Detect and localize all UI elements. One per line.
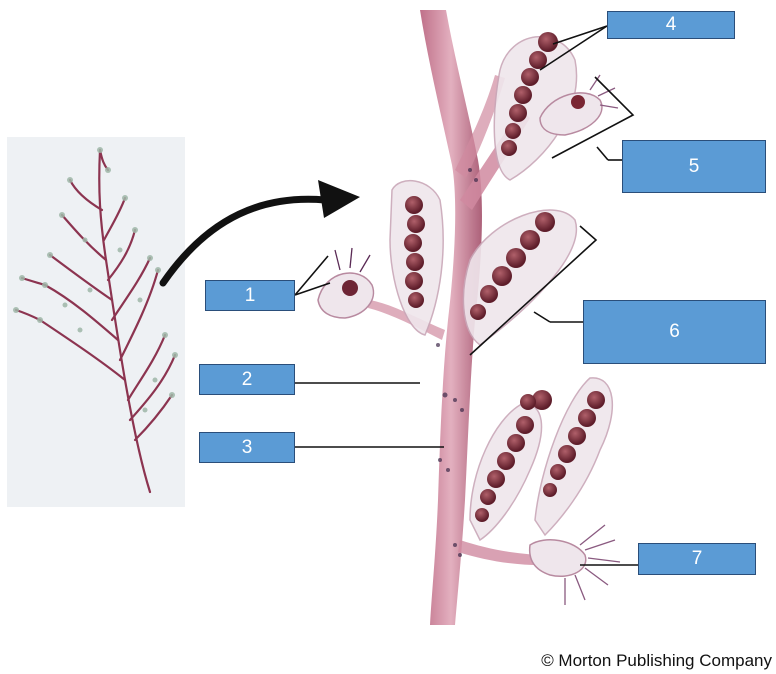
label-box-7: 7 [638,543,756,575]
label-text-3: 3 [241,436,253,458]
label-box-4: 4 [607,11,735,39]
label-text-5: 5 [688,155,700,177]
label-box-5: 5 [622,140,766,193]
magnified-branch-photo [317,10,621,625]
colony-overview-photo [7,137,185,507]
hydranth-lower-right [528,524,621,605]
label-text-6: 6 [669,321,680,342]
label-box-6: 6 [583,300,766,364]
hydranth-left [317,247,375,319]
gonangium-upper-left [389,180,444,336]
copyright-credit: © Morton Publishing Company [541,651,772,670]
label-box-1: 1 [205,280,295,311]
label-box-2: 2 [199,364,295,395]
gonangium-top [493,32,578,181]
label-text-4: 4 [665,14,677,35]
label-text-1: 1 [244,284,256,306]
label-text-7: 7 [691,548,703,569]
gonangium-lower-left [469,403,543,542]
label-text-2: 2 [241,368,253,390]
gonangium-lower-right [520,377,613,537]
hydranth-upper-right [539,74,619,136]
magnification-arrow [159,180,360,287]
leader-lines [294,25,638,566]
gonangium-middle-right [462,209,578,346]
label-box-3: 3 [199,432,295,463]
